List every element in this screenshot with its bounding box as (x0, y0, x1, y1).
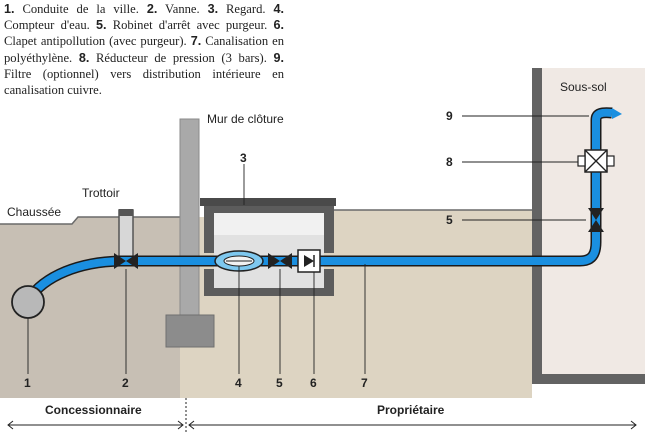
stop-valve-vertical (588, 208, 604, 232)
fence-foundation (165, 314, 215, 348)
legend-num: 6. (273, 18, 284, 33)
callout-3: 3 (240, 151, 247, 165)
fence-wall (179, 118, 200, 320)
legend-item: Conduite de la ville. (22, 2, 139, 16)
callout-6: 6 (310, 376, 317, 390)
callout-4: 4 (235, 376, 242, 390)
label-sous-sol: Sous-sol (560, 80, 607, 94)
legend-item: Réducteur de pression (3 bars). (95, 50, 267, 65)
label-chaussee: Chaussée (7, 205, 61, 219)
callout-1: 1 (24, 376, 31, 390)
callout-5b: 5 (446, 213, 453, 227)
callout-8: 8 (446, 155, 453, 169)
legend-num: 3. (207, 2, 219, 16)
legend-num: 7. (190, 34, 202, 49)
city-main (11, 285, 45, 319)
outlet-arrow (612, 108, 622, 119)
legend-num: 2. (146, 2, 158, 16)
legend-item: Canalisation en polyéthylène. (4, 34, 285, 65)
legend-num: 8. (78, 50, 90, 65)
legend-num: 4. (273, 2, 284, 16)
zone-concessionnaire: Concessionnaire (45, 403, 142, 417)
callout-9: 9 (446, 109, 453, 123)
legend-item: Filtre (optionnel) vers distribution int… (4, 66, 284, 98)
label-mur: Mur de clôture (207, 112, 284, 126)
callout-7: 7 (361, 376, 368, 390)
legend-text: 1. Conduite de la ville. 2. Vanne. 3. Re… (4, 1, 284, 98)
legend-item: Robinet d'arrêt avec purgeur. (112, 18, 268, 33)
legend-item: Compteur d'eau. (4, 18, 90, 33)
legend-item: Regard. (226, 2, 266, 16)
zone-proprietaire: Propriétaire (377, 403, 445, 417)
valve-box (118, 209, 134, 261)
legend-num: 1. (4, 2, 15, 16)
legend-item: Clapet antipollution (avec purgeur). (4, 34, 187, 49)
check-valve (297, 249, 321, 273)
legend-item: Vanne. (165, 2, 200, 16)
gate-valve (114, 253, 138, 269)
water-meter (214, 250, 264, 272)
label-trottoir: Trottoir (82, 186, 120, 200)
legend-num: 9. (273, 50, 284, 65)
stop-valve (268, 253, 292, 269)
chamber-lid (200, 198, 336, 206)
legend-num: 5. (95, 18, 107, 33)
pressure-reducer (577, 149, 615, 173)
callout-2: 2 (122, 376, 129, 390)
callout-5: 5 (276, 376, 283, 390)
